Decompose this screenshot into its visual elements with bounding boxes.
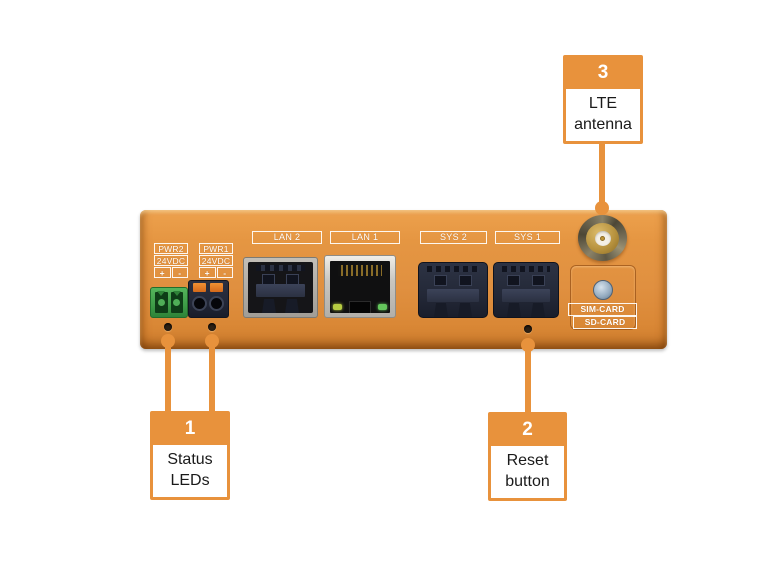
pwr1-voltage-label: 24VDC — [199, 255, 233, 266]
pwr1-terminal-hole-right — [209, 296, 224, 311]
sd-card-label: SD-CARD — [573, 316, 637, 329]
pwr1-terminal-hole-left — [192, 296, 207, 311]
pwr2-voltage-label: 24VDC — [154, 255, 188, 266]
callout1-number: 1 — [153, 414, 227, 445]
lan2-port — [243, 257, 318, 318]
callout2-number: 2 — [491, 415, 564, 446]
sys1-port-label: SYS 1 — [495, 231, 560, 244]
lan2-port-label: LAN 2 — [252, 231, 322, 244]
sys2-port — [418, 262, 488, 318]
callout2-line — [525, 345, 531, 415]
pwr2-terminal-slot-plus — [155, 291, 168, 313]
pwr2-label-group: PWR2 24VDC + - — [154, 243, 188, 278]
lan1-port — [324, 255, 396, 318]
pwr1-plus-label: + — [199, 267, 216, 278]
pwr2-terminal-slot-minus — [170, 291, 183, 313]
callout1-line-right — [209, 341, 215, 414]
lan1-port-pins — [338, 265, 382, 276]
pwr1-terminal-lever-left — [193, 283, 206, 292]
pwr1-name-label: PWR1 — [199, 243, 233, 254]
sma-dielectric — [594, 230, 611, 246]
lan1-port-jack — [330, 261, 390, 313]
card-slot-cover — [570, 265, 636, 330]
reset-button-hole — [524, 325, 532, 333]
callout3-line — [599, 134, 605, 210]
lte-antenna-connector — [578, 215, 627, 261]
pwr2-plus-label: + — [154, 267, 171, 278]
callout2-dot — [521, 338, 535, 352]
callout2-label: Reset button — [505, 452, 550, 490]
sys1-port — [493, 262, 559, 318]
lan1-port-keyway — [349, 301, 371, 313]
pwr1-label-group: PWR1 24VDC + - — [199, 243, 233, 278]
pwr2-name-label: PWR2 — [154, 243, 188, 254]
callout3-number: 3 — [566, 58, 640, 89]
sma-gold-ring — [586, 222, 619, 254]
sma-center-pin — [600, 235, 605, 241]
pwr2-minus-label: - — [171, 267, 188, 278]
lan2-port-plug — [248, 262, 313, 313]
lan1-port-label: LAN 1 — [330, 231, 400, 244]
device-front-panel: PWR2 24VDC + - PWR1 24VDC + - — [140, 210, 667, 349]
lan1-led-left — [333, 304, 342, 310]
sys2-port-label: SYS 2 — [420, 231, 487, 244]
callout1-line-left — [165, 341, 171, 414]
pwr1-minus-label: - — [216, 267, 233, 278]
callout1-box: 1 Status LEDs — [150, 411, 230, 500]
callout3-box: 3 LTE antenna — [563, 55, 643, 144]
callout1-dot-right — [205, 334, 219, 348]
callout3-dot — [595, 201, 609, 215]
callout1-dot-left — [161, 334, 175, 348]
pwr1-terminal-block — [188, 280, 229, 318]
sim-card-label: SIM-CARD — [568, 303, 637, 316]
callout3-label: LTE antenna — [574, 95, 632, 133]
pwr2-terminal-block — [150, 287, 188, 318]
lan1-led-right — [378, 304, 387, 310]
pwr1-terminal-lever-right — [210, 283, 223, 292]
cover-screw — [593, 280, 613, 300]
callout1-label: Status LEDs — [167, 451, 213, 489]
status-led-pwr1 — [208, 323, 216, 331]
status-led-pwr2 — [164, 323, 172, 331]
callout2-box: 2 Reset button — [488, 412, 567, 501]
